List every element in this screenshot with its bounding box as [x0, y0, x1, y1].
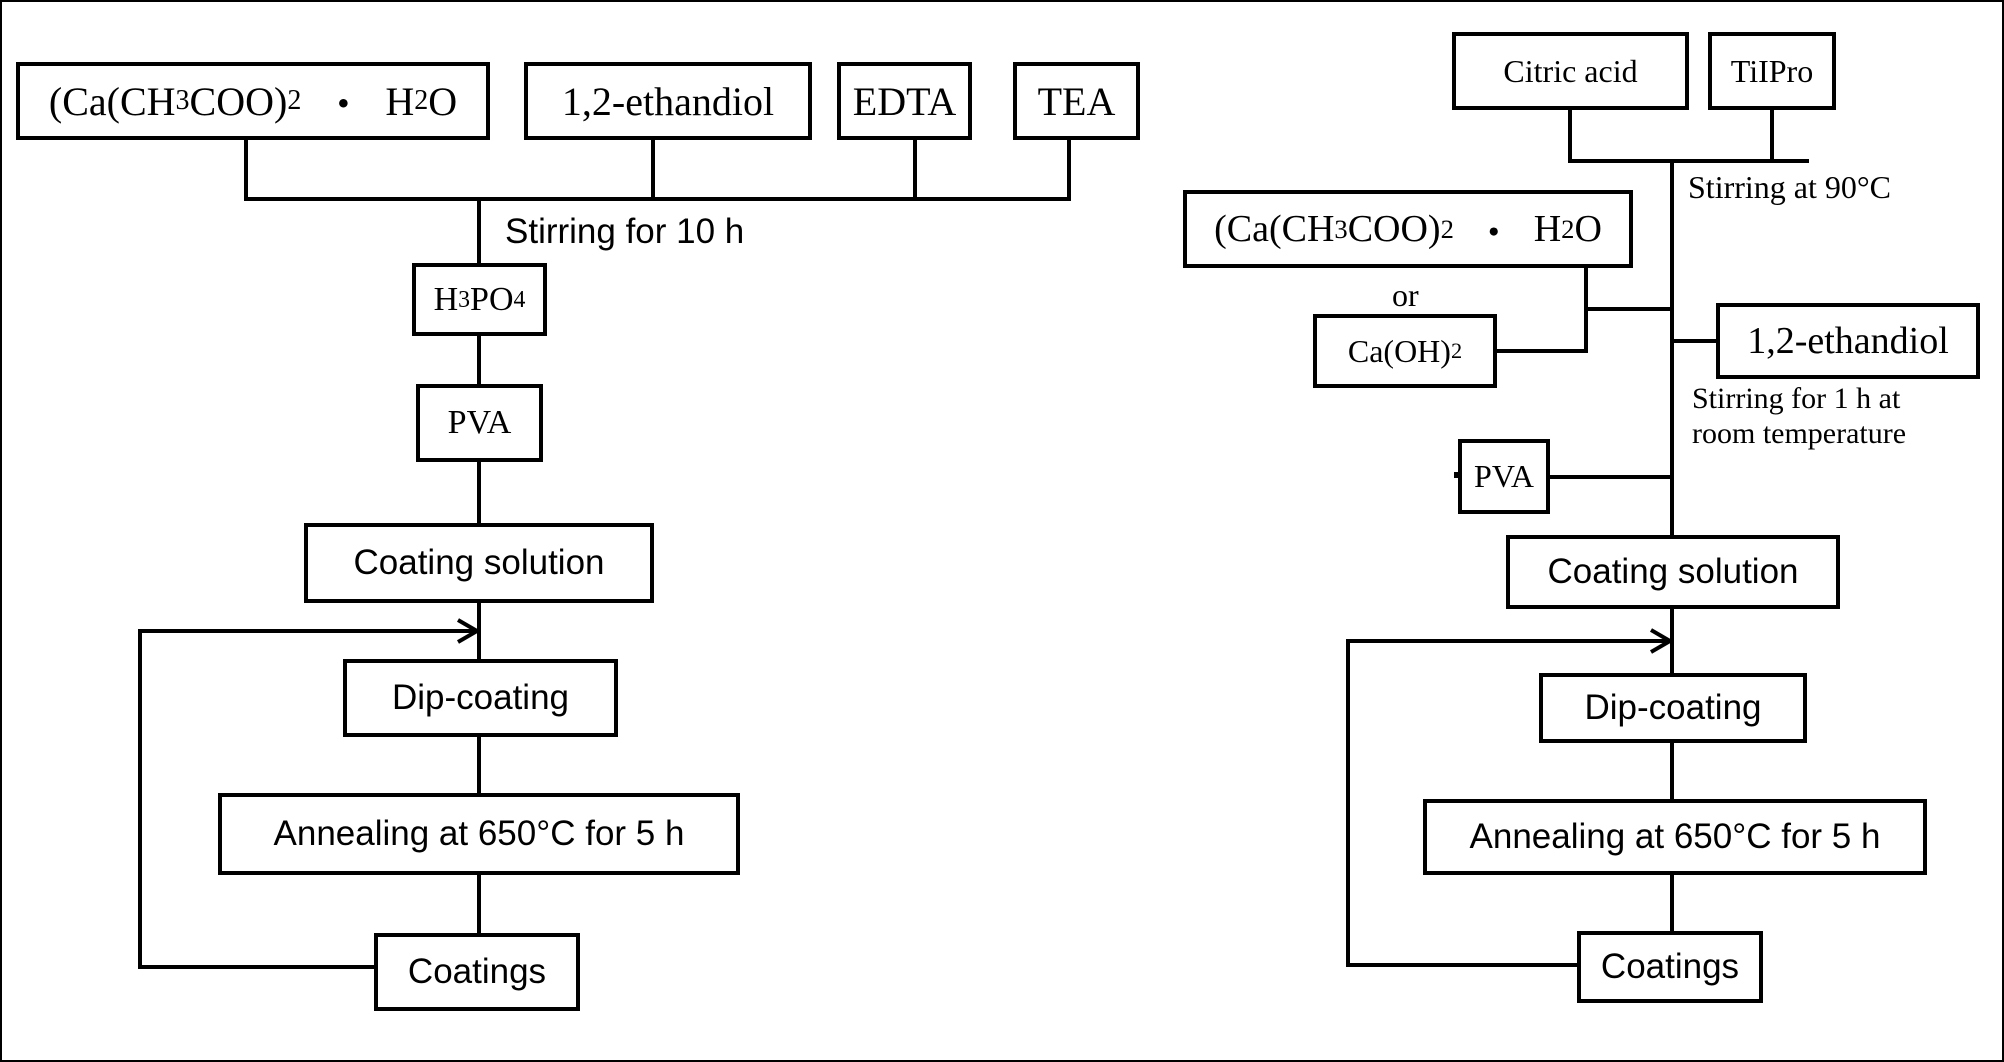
formula-part: PO	[470, 280, 514, 318]
stirring-room-label: Stirring for 1 h at room temperature	[1692, 382, 1906, 451]
annealing-box-right: Annealing at 650°C for 5 h	[1423, 799, 1927, 875]
formula-part: (Ca(CH	[48, 78, 176, 124]
formula-part: (Ca(CH	[1214, 208, 1335, 250]
reagent-pva-right: PVA	[1458, 439, 1550, 514]
reagent-edta: EDTA	[837, 62, 972, 140]
coating-solution-box-right: Coating solution	[1506, 535, 1840, 609]
formula-part: H	[385, 78, 415, 124]
reagent-citric-acid: Citric acid	[1452, 32, 1689, 110]
reagent-tiipro: TiIPro	[1708, 32, 1836, 110]
stirring-room-line1: Stirring for 1 h at	[1692, 382, 1901, 415]
hydrate-dot: ・	[323, 82, 364, 127]
hydrate-dot: ・	[1474, 212, 1513, 255]
formula-part: COO)	[189, 78, 288, 124]
formula-part: COO)	[1347, 208, 1441, 250]
coating-solution-box: Coating solution	[304, 523, 654, 603]
or-label: or	[1392, 277, 1419, 313]
stirring-label: Stirring for 10 h	[505, 212, 745, 251]
stirring-90-label: Stirring at 90°C	[1688, 169, 1892, 205]
coatings-box: Coatings	[374, 933, 580, 1011]
formula-part: O	[428, 78, 458, 124]
formula-part: H	[433, 280, 459, 318]
formula-part: H	[1533, 208, 1562, 250]
reagent-ethandiol-right: 1,2-ethandiol	[1716, 303, 1980, 379]
formula-part: O	[1574, 208, 1602, 250]
reagent-ethandiol: 1,2-ethandiol	[524, 62, 812, 140]
dip-coating-box: Dip-coating	[343, 659, 618, 737]
annealing-box: Annealing at 650°C for 5 h	[218, 793, 740, 875]
reagent-pva: PVA	[416, 384, 543, 462]
reagent-calcium-hydroxide: Ca(OH)2	[1313, 314, 1497, 388]
reagent-tea: TEA	[1013, 62, 1140, 140]
stirring-room-line2: room temperature	[1692, 416, 1907, 450]
coatings-box-right: Coatings	[1577, 931, 1763, 1003]
dip-coating-box-right: Dip-coating	[1539, 673, 1807, 743]
formula-part: Ca(OH)	[1347, 332, 1451, 369]
